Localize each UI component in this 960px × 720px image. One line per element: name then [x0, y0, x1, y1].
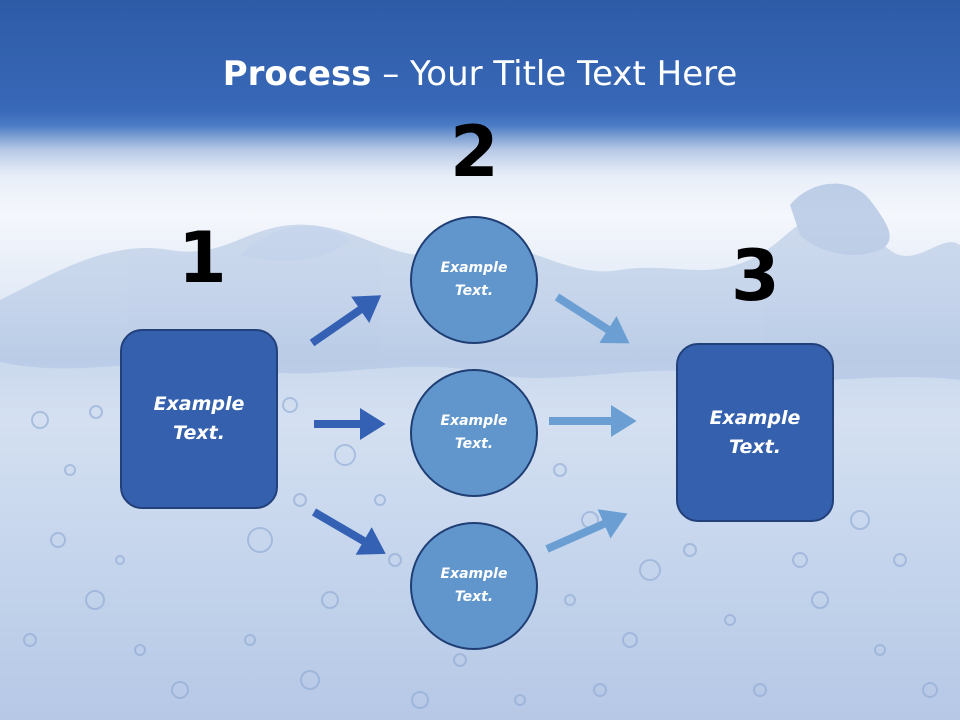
title-bold: Process [222, 54, 372, 94]
box-step-3: Example Text. [676, 343, 834, 522]
circle-middle: Example Text. [410, 369, 538, 497]
circle-middle-label: Example Text. [440, 413, 508, 452]
circle-bottom-label: Example Text. [440, 566, 508, 605]
slide-title: Process – Your Title Text Here [0, 52, 960, 96]
box-step-3-label: Example Text. [709, 406, 801, 458]
box-step-1: Example Text. [120, 329, 278, 509]
circle-top: Example Text. [410, 216, 538, 344]
circle-top-label: Example Text. [440, 260, 508, 299]
arrow-bottom-to-3 [545, 509, 628, 553]
box-step-1-label: Example Text. [153, 393, 245, 444]
arrow-top-to-3 [554, 293, 630, 344]
step-number-1: 1 [178, 217, 227, 299]
title-rest: – Your Title Text Here [371, 54, 738, 94]
arrow-1-to-bottom [311, 508, 386, 555]
arrow-1-to-top [309, 295, 382, 347]
step-number-3: 3 [731, 235, 780, 317]
step-number-2: 2 [450, 111, 499, 193]
circle-bottom: Example Text. [410, 522, 538, 650]
